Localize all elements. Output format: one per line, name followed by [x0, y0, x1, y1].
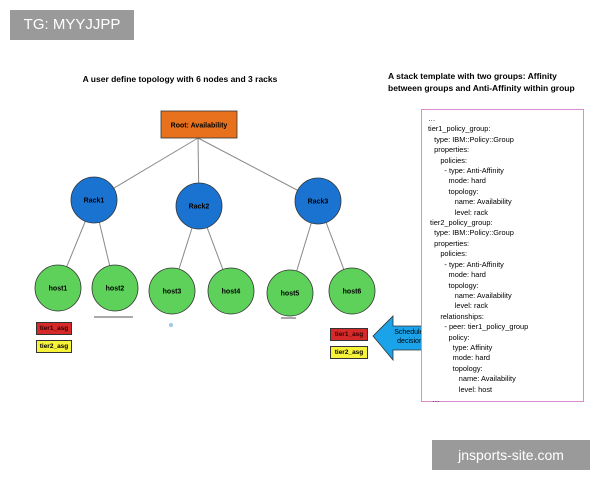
template-panel: …tier1_policy_group: type: IBM::Policy::… — [421, 109, 584, 405]
tier1-asg-badge: tier1_asg — [36, 322, 72, 335]
template-line: - peer: tier1_policy_group — [428, 322, 529, 332]
host-label: host4 — [222, 289, 241, 296]
tier1-asg-badge: tier1_asg — [330, 328, 368, 341]
template-line: properties: — [428, 238, 470, 248]
host-label: host2 — [106, 286, 125, 293]
rack-node — [175, 182, 223, 230]
tag-label: TG: MYYJJPP — [10, 10, 134, 40]
template-line: policies: — [428, 249, 468, 259]
small-dot — [169, 323, 173, 327]
template-line: policy: — [428, 332, 470, 342]
template-code: …tier1_policy_group: type: IBM::Policy::… — [428, 114, 528, 405]
template-line: tier1_policy_group: — [428, 124, 491, 134]
template-line: relationships: — [428, 311, 484, 321]
host-label: host1 — [49, 286, 68, 293]
host-node — [91, 264, 139, 312]
template-line: name: Availability — [428, 197, 512, 207]
template-line: mode: hard — [428, 176, 486, 186]
host-node — [266, 269, 314, 317]
host-node — [207, 267, 255, 315]
host-label: host5 — [281, 291, 300, 298]
template-line: tier2_policy_group: — [428, 218, 493, 228]
tier2-asg-badge: tier2_asg — [36, 340, 72, 353]
template-line: topology: — [428, 186, 479, 196]
host-label: host6 — [343, 289, 362, 296]
root-node — [160, 110, 238, 139]
template-line: … — [428, 114, 436, 123]
template-line: type: Affinity — [428, 342, 493, 352]
template-line: level: host — [428, 384, 493, 394]
host-label: host3 — [163, 289, 182, 296]
template-line: properties: — [428, 145, 470, 155]
template-line: level: rack — [428, 207, 488, 217]
template-line: - type: Anti-Affinity — [428, 259, 504, 269]
template-line: name: Availability — [428, 290, 512, 300]
template-line: - type: Anti-Affinity — [428, 166, 504, 176]
watermark: jnsports-site.com — [432, 440, 590, 470]
rack-label: Rack1 — [84, 198, 105, 205]
template-line: mode: hard — [428, 353, 491, 363]
scheduler-label: Scheduler decision — [394, 329, 426, 345]
template-line: topology: — [428, 363, 483, 373]
template-title: A stack template with two groups: Affini… — [388, 71, 575, 93]
host-node — [34, 264, 82, 312]
template-line: mode: hard — [428, 270, 486, 280]
rack-label: Rack2 — [189, 204, 210, 211]
rack-node — [70, 176, 118, 224]
rack-label: Rack3 — [308, 199, 329, 206]
template-line: type: IBM::Policy::Group — [428, 134, 514, 144]
template-line: policies: — [428, 155, 468, 165]
template-line: level: rack — [428, 301, 488, 311]
tier2-asg-badge: tier2_asg — [330, 346, 368, 359]
root-label: Root: Availability — [171, 123, 228, 130]
rack-node — [294, 177, 342, 225]
template-line: … — [428, 394, 440, 404]
template-line: topology: — [428, 280, 479, 290]
host-node — [148, 267, 196, 315]
host-node — [328, 267, 376, 315]
template-line: type: IBM::Policy::Group — [428, 228, 514, 238]
template-line: name: Availability — [428, 374, 516, 384]
topology-title: A user define topology with 6 nodes and … — [82, 74, 278, 84]
